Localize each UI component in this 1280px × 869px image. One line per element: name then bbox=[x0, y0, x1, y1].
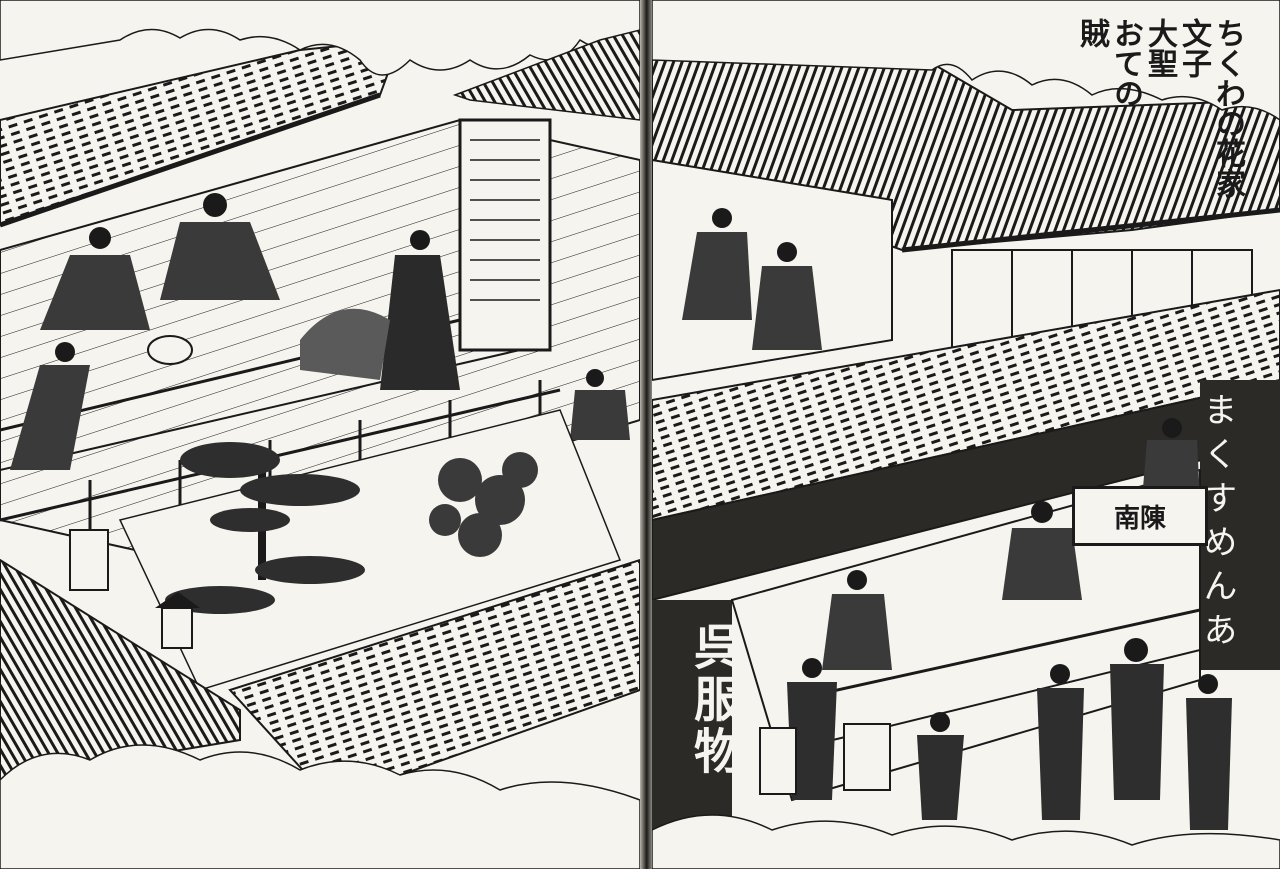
flowering-shrub bbox=[429, 452, 538, 557]
seated-figures bbox=[10, 193, 630, 470]
cartouche-line-1: おての bbox=[1108, 18, 1143, 108]
street-figures bbox=[787, 638, 1232, 830]
cartouche-line-3: 文子 bbox=[1176, 18, 1211, 78]
cartouche-line-5: 賊 bbox=[1074, 18, 1109, 48]
lantern-right bbox=[843, 723, 891, 791]
noren-curtain bbox=[652, 378, 1280, 602]
lantern-left bbox=[759, 727, 797, 795]
right-page-illustration bbox=[652, 0, 1280, 869]
shoji-door bbox=[458, 118, 552, 352]
upper-figures bbox=[682, 208, 822, 350]
shop-eave-roof bbox=[652, 288, 1280, 522]
cloud-top-right bbox=[652, 0, 1280, 121]
noren-front-panel bbox=[652, 600, 732, 830]
page-gutter bbox=[640, 0, 652, 869]
cloud-bottom bbox=[0, 744, 640, 869]
noren-main-lettering: 呉服物 bbox=[685, 622, 741, 778]
noren-side-panel bbox=[1200, 380, 1280, 670]
kettle bbox=[147, 335, 193, 365]
pine-tree bbox=[165, 442, 365, 614]
cartouche-line-4: ちくわの花家 bbox=[1210, 18, 1245, 198]
right-page: おての 大聖 文子 ちくわの花家 賊 呉服物 まくすめんあ 南陳 bbox=[652, 0, 1280, 869]
cartouche-line-2: 大聖 bbox=[1142, 18, 1177, 78]
shop-sign: 南陳 bbox=[1072, 486, 1208, 546]
roof-lower-mid bbox=[228, 558, 640, 802]
left-page-illustration bbox=[0, 0, 640, 869]
cloud-bottom-right bbox=[652, 814, 1280, 869]
left-page bbox=[0, 0, 640, 869]
roof-lower-left bbox=[0, 558, 241, 782]
shop-figures bbox=[822, 418, 1200, 670]
stone-lantern bbox=[161, 607, 193, 649]
